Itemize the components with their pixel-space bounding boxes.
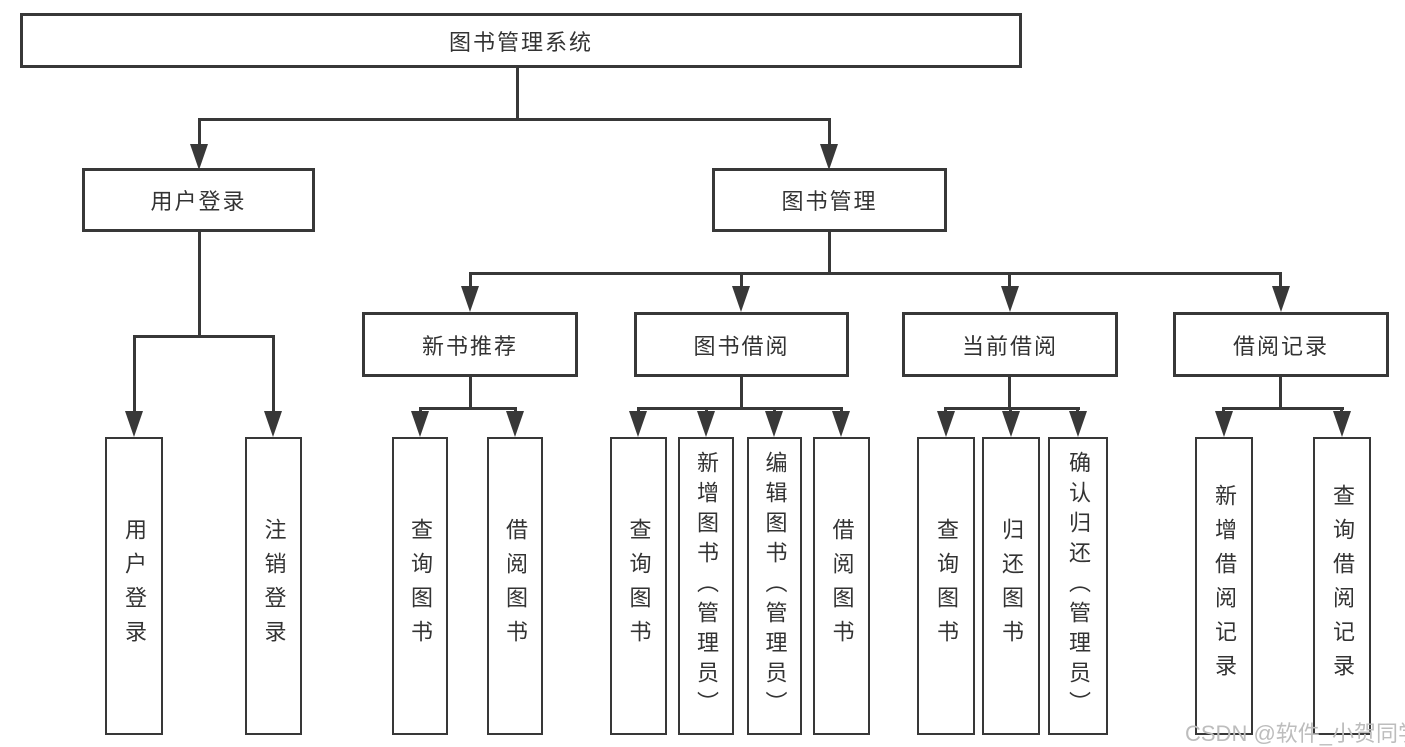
node-borrowing-records: 借阅记录 — [1173, 312, 1389, 377]
connector-arrow-stem — [469, 272, 472, 292]
node-library-management-system: 图书管理系统 — [20, 13, 1022, 68]
node-user-login-branch: 用户登录 — [82, 168, 315, 232]
connector-arrow-stem — [272, 335, 275, 415]
connector-level2-bar — [198, 118, 831, 121]
node-book-borrowing: 图书借阅 — [634, 312, 849, 377]
connector-arrow-stem — [1279, 272, 1282, 292]
connector-group-bar — [1222, 407, 1344, 410]
connector-group-stem — [1008, 377, 1011, 407]
node-label: 新增借阅记录 — [1212, 484, 1237, 688]
arrow-down-icon — [732, 286, 750, 312]
connector-group-bar — [419, 407, 517, 410]
connector-root-stem — [516, 68, 519, 118]
node-leaf-logout: 注销登录 — [245, 437, 302, 735]
arrow-down-icon — [937, 411, 955, 437]
node-label: 确认归还（管理员） — [1066, 451, 1091, 721]
connector-group-stem — [740, 377, 743, 407]
node-label: 查询借阅记录 — [1330, 484, 1355, 688]
connector-arrow-stem — [198, 118, 201, 148]
node-current-borrowing: 当前借阅 — [902, 312, 1118, 377]
arrow-down-icon — [1272, 286, 1290, 312]
arrow-down-icon — [1215, 411, 1233, 437]
node-leaf-query-borrow-record: 查询借阅记录 — [1313, 437, 1371, 735]
node-leaf-borrow-books-recommend: 借阅图书 — [487, 437, 543, 735]
node-label: 编辑图书（管理员） — [762, 451, 788, 721]
node-label: 查询图书 — [626, 518, 652, 654]
node-label: 归还图书 — [999, 518, 1024, 654]
connector-user-login-stem — [198, 232, 201, 335]
connector-book-mgmt-stem — [828, 232, 831, 272]
node-new-book-recommendation: 新书推荐 — [362, 312, 578, 377]
node-leaf-query-books-current: 查询图书 — [917, 437, 975, 735]
node-label: 图书管理系统 — [448, 29, 593, 55]
arrow-down-icon — [461, 286, 479, 312]
arrow-down-icon — [190, 144, 208, 170]
arrow-down-icon — [1001, 286, 1019, 312]
csdn-watermark: CSDN @软件_小贺同学 — [1185, 721, 1405, 746]
node-label: 图书借阅 — [693, 333, 790, 359]
node-label: 借阅记录 — [1232, 333, 1329, 359]
connector-arrow-stem — [1008, 272, 1011, 292]
node-label: 新书推荐 — [421, 333, 518, 359]
node-label: 当前借阅 — [961, 333, 1058, 359]
arrow-down-icon — [125, 411, 143, 437]
arrow-down-icon — [1002, 411, 1020, 437]
node-leaf-return-books: 归还图书 — [982, 437, 1040, 735]
connector-group-stem — [1279, 377, 1282, 407]
node-book-management: 图书管理 — [712, 168, 947, 232]
connector-group-bar — [637, 407, 843, 410]
node-leaf-add-borrow-record: 新增借阅记录 — [1195, 437, 1253, 735]
node-leaf-confirm-return-admin: 确认归还（管理员） — [1048, 437, 1108, 735]
node-label: 查询图书 — [408, 518, 433, 654]
connector-level3-bar — [469, 272, 1282, 275]
node-leaf-edit-books-admin: 编辑图书（管理员） — [747, 437, 802, 735]
arrow-down-icon — [264, 411, 282, 437]
connector-arrow-stem — [740, 272, 743, 292]
node-leaf-query-books-recommend: 查询图书 — [392, 437, 448, 735]
arrow-down-icon — [1333, 411, 1351, 437]
node-label: 查询图书 — [934, 518, 959, 654]
node-label: 借阅图书 — [503, 518, 528, 654]
node-label: 图书管理 — [781, 189, 878, 214]
arrow-down-icon — [411, 411, 429, 437]
node-label: 借阅图书 — [829, 518, 855, 654]
node-label: 注销登录 — [261, 518, 287, 654]
arrow-down-icon — [765, 411, 783, 437]
arrow-down-icon — [697, 411, 715, 437]
connector-arrow-stem — [133, 335, 136, 415]
arrow-down-icon — [1069, 411, 1087, 437]
arrow-down-icon — [629, 411, 647, 437]
connector-user-login-bar — [133, 335, 275, 338]
node-leaf-query-books-borrowing: 查询图书 — [610, 437, 667, 735]
node-label: 新增图书（管理员） — [694, 451, 719, 721]
connector-arrow-stem — [828, 118, 831, 148]
arrow-down-icon — [506, 411, 524, 437]
arrow-down-icon — [820, 144, 838, 170]
node-label: 用户登录 — [122, 518, 147, 654]
arrow-down-icon — [832, 411, 850, 437]
node-label: 用户登录 — [150, 189, 247, 214]
node-leaf-user-login: 用户登录 — [105, 437, 163, 735]
node-leaf-add-books-admin: 新增图书（管理员） — [678, 437, 734, 735]
connector-group-stem — [469, 377, 472, 407]
node-leaf-borrow-books: 借阅图书 — [813, 437, 870, 735]
connector-group-bar — [944, 407, 1080, 410]
